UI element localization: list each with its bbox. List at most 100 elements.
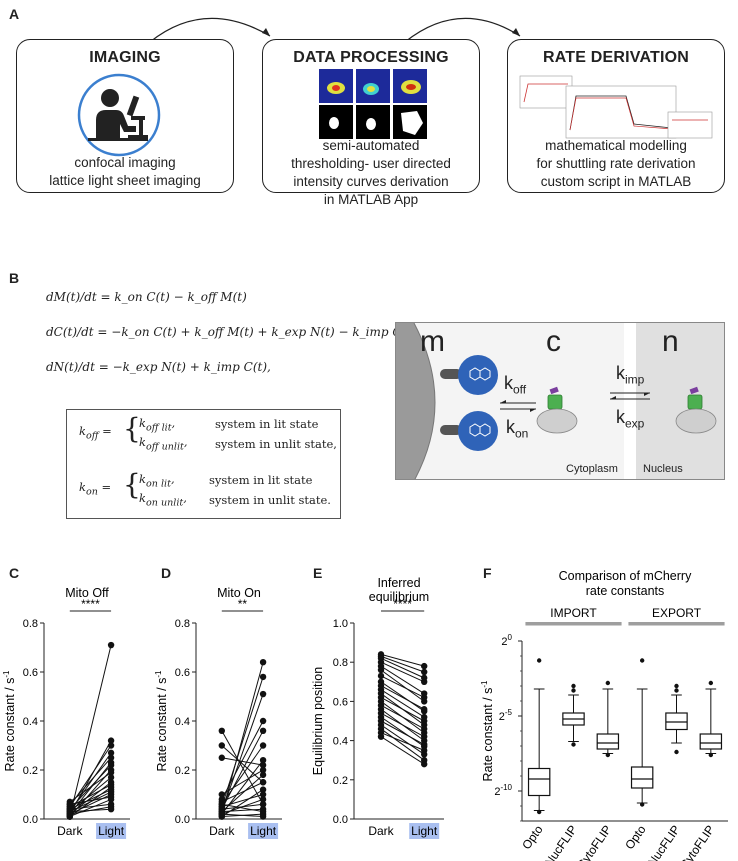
x-category-label: NucFLIP	[645, 823, 683, 861]
pair-line	[221, 781, 264, 803]
data-point-light	[259, 791, 267, 798]
y-tick-label: 0.8	[333, 657, 348, 669]
data-point-light	[259, 771, 267, 779]
y-tick-label: 20	[501, 633, 512, 648]
x-label-dark: Dark	[57, 824, 83, 838]
outlier-point	[605, 680, 611, 686]
outlier-point	[571, 688, 576, 693]
data-point-light	[259, 786, 267, 793]
rate-line-3: custom script in MATLAB	[540, 174, 692, 189]
imaging-line-2: lattice light sheet imaging	[49, 173, 201, 188]
data-point-light	[421, 678, 428, 685]
koff-lit-text: system in lit state	[215, 417, 319, 431]
pair-line	[380, 661, 425, 683]
data-point-dark	[66, 801, 74, 808]
koff-lit-symbol: koff lit,	[139, 416, 176, 434]
y-axis-label: Rate constant / s-1	[2, 670, 17, 771]
panel-letter-b: B	[9, 270, 20, 286]
rate-line-2: for shuttling rate derivation	[536, 156, 696, 171]
x-category-label: NucFLIP	[542, 823, 580, 861]
data-point-dark	[218, 742, 225, 749]
outlier-point	[639, 658, 645, 663]
kon-symbol: kon =	[79, 480, 112, 498]
data-point-light	[259, 757, 267, 764]
diagram-kexp: kexp	[616, 407, 645, 431]
panel-letter-e: E	[313, 565, 323, 581]
group-label: IMPORT	[550, 606, 597, 620]
pair-line	[69, 808, 112, 813]
koff-unlit-text: system in unlit state,	[215, 437, 337, 451]
koff-brace: {	[123, 412, 141, 445]
box	[527, 767, 551, 797]
pair-line	[380, 689, 425, 718]
data-point-light	[259, 796, 267, 803]
y-tick-label: 0.6	[23, 667, 38, 679]
outlier-point	[639, 802, 645, 807]
pair-line	[221, 803, 264, 813]
kon-unlit-text: system in unlit state.	[209, 493, 331, 507]
outlier-point	[571, 742, 576, 747]
pair-line	[380, 655, 425, 673]
data-point-dark	[377, 733, 385, 740]
chart-title: equilibrium	[369, 590, 429, 604]
processing-title: DATA PROCESSING	[293, 49, 449, 66]
imaging-title: IMAGING	[89, 49, 161, 66]
data-point-light	[107, 737, 115, 744]
data-point-light	[421, 725, 428, 733]
kon-brace: {	[123, 468, 141, 501]
diagram-label-n: n	[662, 325, 679, 358]
data-point-dark	[218, 791, 225, 798]
shuttling-diagram: m c n koff kon kimp kexp Cytoplasm Nucle…	[395, 322, 725, 480]
x-category-label: CytoFLIP	[574, 823, 614, 861]
processing-line-1: semi-automated	[322, 138, 420, 153]
diagram-kon: kon	[506, 417, 529, 441]
x-label-dark: Dark	[368, 824, 394, 838]
fit-curves-thumbnail	[519, 75, 713, 139]
pair-line	[380, 697, 425, 722]
rate-derivation-title: RATE DERIVATION	[542, 49, 690, 66]
y-tick-label: 0.4	[175, 716, 190, 728]
chart-title: Mito On	[217, 586, 261, 600]
panel-letter-d: D	[161, 565, 172, 581]
data-point-light	[421, 760, 428, 768]
data-point-light	[421, 662, 428, 670]
chart-title: Inferred	[377, 576, 420, 590]
x-label-light: Light	[250, 824, 277, 838]
pair-line	[380, 724, 425, 755]
koff-symbol: koff =	[79, 424, 112, 442]
pair-line	[69, 796, 112, 805]
pair-line	[380, 716, 425, 747]
heatmap-thumbnails	[319, 69, 427, 139]
outlier-point	[674, 749, 679, 755]
pair-line	[221, 794, 264, 808]
kon-lit-text: system in lit state	[209, 473, 313, 487]
pair-line	[380, 657, 425, 679]
processing-line-3: intensity curves derivation	[293, 174, 449, 189]
pair-line	[69, 789, 112, 810]
data-point-dark	[218, 727, 225, 734]
chart-title: Mito Off	[65, 586, 109, 600]
y-axis-label: Rate constant / s-1	[480, 680, 495, 781]
pair-line	[221, 745, 264, 783]
pair-line	[380, 732, 425, 751]
data-point-dark	[66, 808, 74, 815]
data-point-light	[107, 754, 115, 761]
y-tick-label: 0.4	[333, 736, 348, 748]
box	[596, 733, 620, 750]
y-tick-label: 0.0	[333, 814, 348, 826]
outlier-point	[674, 683, 679, 689]
data-point-light	[259, 779, 267, 786]
outlier-point	[708, 752, 714, 758]
pair-line	[221, 808, 264, 813]
data-point-dark	[218, 801, 225, 808]
y-tick-label: 0.2	[23, 765, 38, 777]
y-tick-label: 0.4	[23, 716, 38, 728]
pair-line	[380, 665, 425, 694]
processing-card: DATA PROCESSING semi-automated threshold…	[262, 39, 480, 207]
data-point-light	[259, 717, 267, 725]
data-point-light	[421, 694, 428, 701]
pair-line	[69, 772, 112, 803]
pair-line	[380, 720, 425, 745]
